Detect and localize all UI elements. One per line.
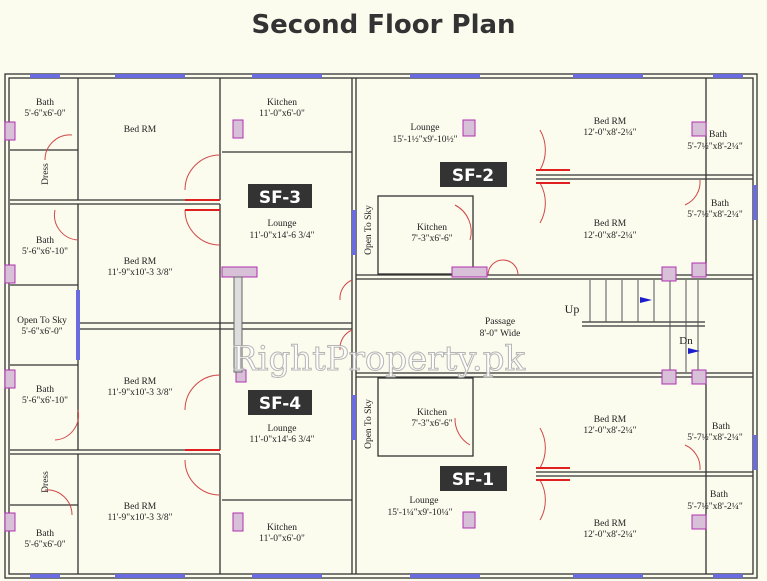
room-name: Bath: [36, 385, 54, 395]
room-size: 7'-3"x6'-6": [411, 419, 452, 429]
room-name: Bath: [710, 490, 728, 500]
stair-up-label: Up: [565, 302, 580, 316]
room-name: Lounge: [410, 123, 439, 133]
room-name: Bed RM: [594, 415, 627, 425]
unit-badge-sf3: SF-3: [248, 184, 312, 208]
room-size: 5'-6"x6'-10": [22, 247, 68, 257]
room-size: 11'-9"x10'-3 3/8": [108, 513, 173, 523]
room-name: Dress: [41, 471, 51, 493]
room-name: Bed RM: [124, 502, 157, 512]
unit-label: SF-4: [259, 394, 301, 414]
room-name: Bath: [36, 529, 54, 539]
room-name: Bed RM: [594, 219, 627, 229]
room-size: 5'-7½"x8'-2¼": [687, 501, 743, 512]
up-arrow-icon: [640, 297, 652, 303]
room-name: Bed RM: [594, 117, 627, 127]
room-name: Bath: [709, 130, 727, 140]
room-size: 5'-7½"x8'-2¼": [687, 141, 743, 152]
room-size: 5'-7½"x8'-2¼": [687, 432, 743, 443]
room-name: Lounge: [267, 219, 296, 229]
room-labels-right: Lounge 15'-1½"x9'-10½" Bed RM 12'-0"x8'-…: [364, 117, 743, 540]
walls: [4, 73, 758, 579]
room-size: 5'-6"x6'-0": [21, 327, 62, 337]
room-size: 12'-0"x8'-2¼": [583, 426, 636, 436]
down-arrow-icon: [688, 348, 700, 354]
room-name: Bath: [712, 422, 730, 432]
room-name: Kitchen: [417, 408, 447, 418]
room-name: Bath: [711, 199, 729, 209]
unit-label: SF-1: [452, 470, 494, 490]
unit-badge-sf4: SF-4: [248, 390, 312, 415]
room-size: 11'-9"x10'-3 3/8": [108, 388, 173, 398]
room-size: 8'-0" Wide: [480, 329, 521, 339]
room-name: Open To Sky: [17, 316, 67, 326]
room-size: 5'-7½"x8'-2¼": [687, 209, 743, 220]
room-size: 12'-0"x8'-2¼": [583, 530, 636, 540]
room-size: 7'-3"x6'-6": [411, 234, 452, 244]
unit-label: SF-2: [452, 166, 494, 186]
room-name: Lounge: [267, 424, 296, 434]
room-name: Bath: [36, 98, 54, 108]
room-size: 15'-1½"x9'-10½": [392, 134, 457, 145]
windows: [30, 74, 757, 578]
room-size: 5'-6"x6'-10": [22, 396, 68, 406]
staircase: [582, 280, 705, 372]
room-name: Kitchen: [267, 523, 297, 533]
unit-label: SF-3: [259, 188, 301, 208]
room-name: Lounge: [409, 496, 438, 506]
room-size: 11'-0"x14'-6 3/4": [250, 231, 315, 241]
room-size: 5'-6"x6'-0": [24, 109, 65, 119]
room-name: Bed RM: [124, 377, 157, 387]
room-size: 11'-0"x14'-6 3/4": [250, 435, 315, 445]
room-name: Bed RM: [594, 519, 627, 529]
watermark: RightProperty.pk: [232, 339, 525, 379]
room-name: Open To Sky: [364, 205, 374, 255]
room-size: 11'-0"x6'-0": [259, 109, 305, 119]
room-size: 5'-6"x6'-0": [24, 540, 65, 550]
room-name: Open To Sky: [364, 399, 374, 449]
unit-badge-sf2: SF-2: [440, 162, 507, 187]
room-name: Dress: [41, 163, 51, 185]
room-size: 12'-0"x8'-2¼": [583, 231, 636, 241]
room-name: Kitchen: [267, 98, 297, 108]
doors: [44, 129, 701, 521]
room-name: Bed RM: [124, 257, 157, 267]
ducts: [4, 119, 707, 532]
room-size: 11'-0"x6'-0": [259, 534, 305, 544]
room-name: Kitchen: [417, 223, 447, 233]
stair-down-label: Dn: [679, 335, 693, 347]
room-labels-left: Bath 5'-6"x6'-0" Dress Bed RM Kitchen 11…: [17, 98, 315, 550]
page-title: Second Floor Plan: [251, 10, 516, 40]
room-size: 11'-9"x10'-3 3/8": [108, 268, 173, 278]
room-name: Bath: [36, 236, 54, 246]
unit-badge-sf1: SF-1: [440, 466, 507, 491]
room-size: 15'-1¼"x9'-10¼": [387, 508, 452, 518]
room-name: Passage: [485, 317, 515, 327]
room-name: Bed RM: [124, 125, 157, 135]
room-size: 12'-0"x8'-2¼": [583, 128, 636, 138]
